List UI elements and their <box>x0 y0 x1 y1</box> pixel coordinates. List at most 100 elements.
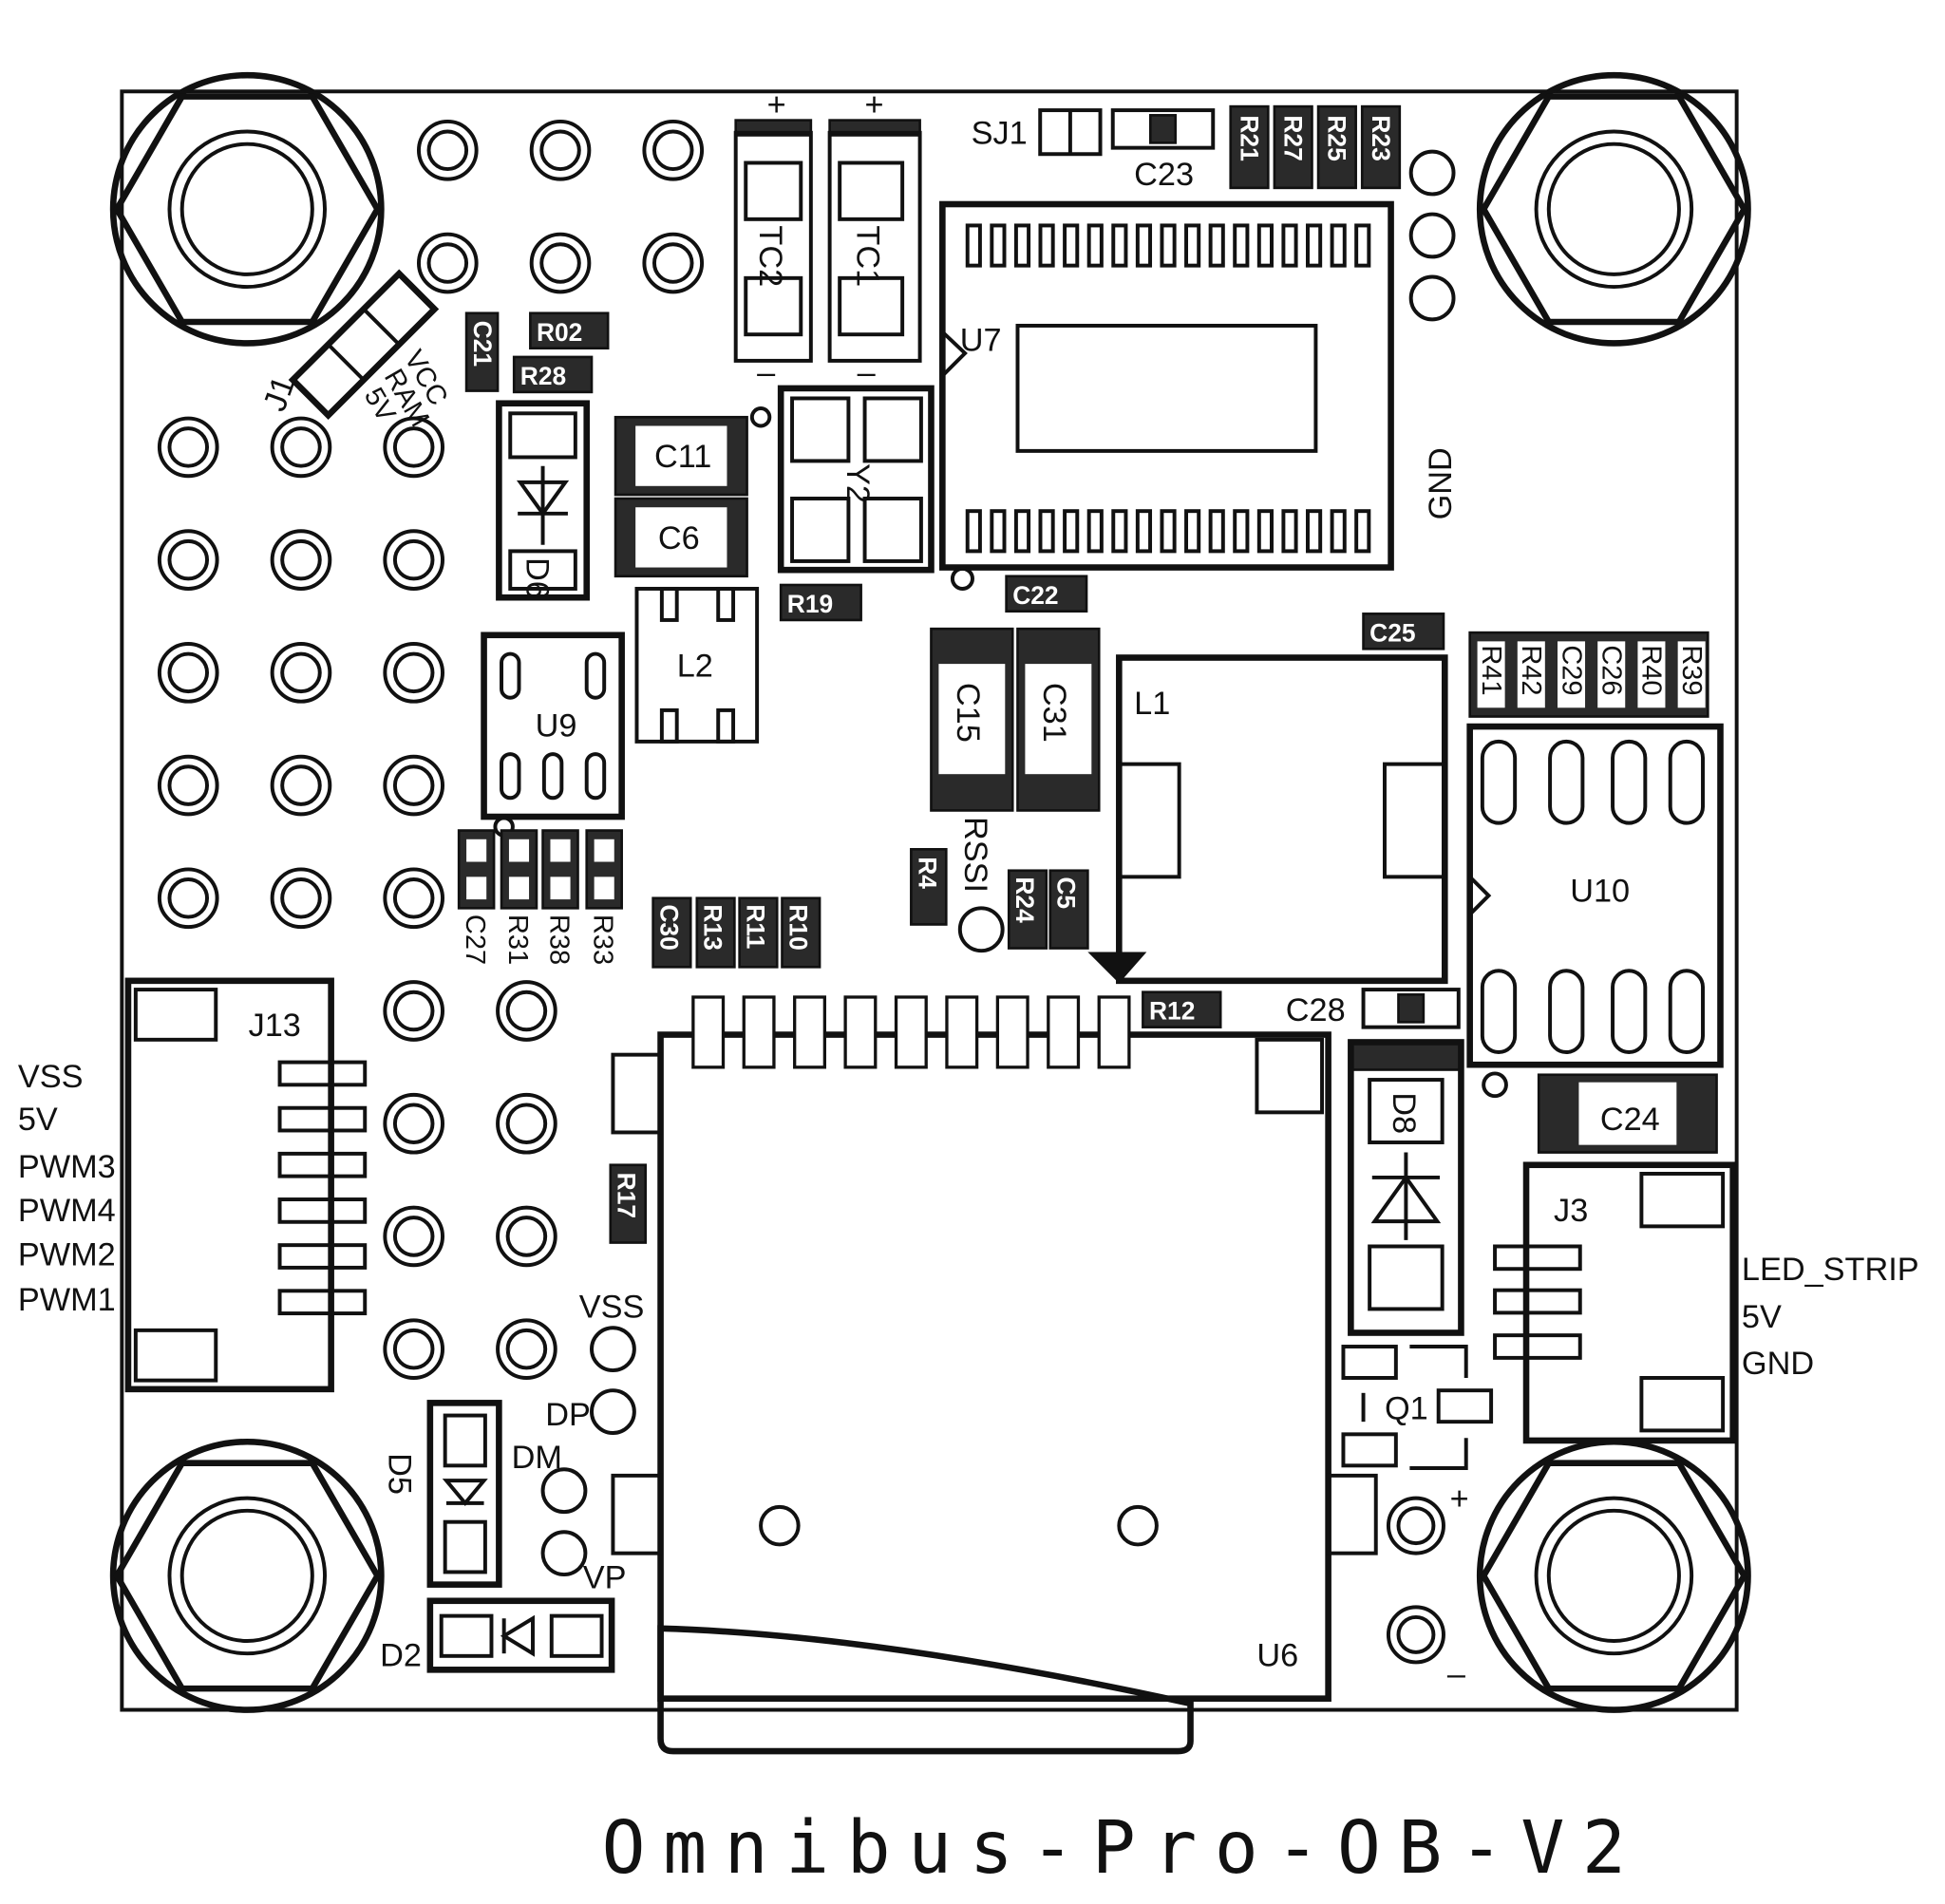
pcb-shape <box>466 839 487 862</box>
chip-pin <box>1668 969 1706 1055</box>
through-hole-pad-inner <box>280 538 322 581</box>
pcb-shape <box>659 586 679 622</box>
pcb-shape <box>779 583 862 622</box>
pcb-shape <box>439 1613 494 1658</box>
pcb-shape <box>1476 71 1751 347</box>
pcb-shape <box>327 343 366 382</box>
connector-j13: J13 <box>124 977 368 1393</box>
chip-pin <box>1208 223 1225 268</box>
header-pad <box>1408 274 1456 322</box>
component-label: C5 <box>1052 877 1081 909</box>
pcb-shape <box>1476 1438 1751 1713</box>
pcb-shape <box>1368 1078 1445 1144</box>
j13-pin-labels: VSS 5V PWM3 PWM4 PWM2 PWM1 <box>18 1059 116 1318</box>
through-hole-pad <box>496 1092 557 1155</box>
chip-pin <box>1480 969 1518 1055</box>
through-hole-pad-inner <box>426 242 469 284</box>
pcb-shape <box>1476 71 1751 347</box>
component-label: R25 <box>1323 115 1351 160</box>
pcb-shape <box>133 988 218 1042</box>
component-label: R17 <box>613 1173 641 1218</box>
through-hole-pad-inner <box>167 764 210 806</box>
component-label: J3 <box>1554 1193 1588 1229</box>
chip-pin <box>1013 509 1031 554</box>
component-label: L2 <box>677 648 713 684</box>
pcb-shape <box>1482 1071 1508 1099</box>
through-hole-pad-inner <box>651 129 694 172</box>
pcb-shape <box>759 1504 801 1547</box>
pcb-shape <box>950 566 974 591</box>
chip-pin <box>990 223 1007 268</box>
pcb-shape <box>1534 1496 1694 1656</box>
pcb-shape <box>1368 1244 1445 1311</box>
pcb-shape <box>529 311 610 350</box>
chip-pin <box>1160 509 1177 554</box>
component-label: C25 <box>1369 618 1415 647</box>
pcb-shape <box>611 1052 663 1135</box>
pcb-shape <box>1273 104 1313 190</box>
component-label: U6 <box>1256 1637 1298 1673</box>
transistor-q1: Q1 <box>1341 1345 1494 1470</box>
component-label: GND <box>1742 1346 1814 1382</box>
pcb-shape <box>1409 1438 1468 1470</box>
through-hole-pad-inner <box>392 877 435 919</box>
component-label: U10 <box>1570 874 1630 910</box>
component-label: LED_STRIP <box>1742 1252 1919 1288</box>
capacitor-c15: C15 <box>930 627 1014 812</box>
through-hole-pad <box>157 529 219 591</box>
through-hole-pads <box>157 119 1456 1380</box>
pcb-shape <box>1397 993 1426 1024</box>
pcb-shape <box>1048 869 1089 950</box>
gnd-label: GND <box>1423 447 1459 519</box>
jumper-j1 <box>288 269 440 421</box>
chip-pin <box>1135 223 1153 268</box>
through-hole-pad-inner <box>167 538 210 581</box>
pcb-shape <box>1558 641 1586 708</box>
pcb-shape <box>635 507 727 568</box>
usb-test-pads: VSS DP DM VP <box>512 1290 645 1596</box>
component-label: D5 <box>381 1453 417 1495</box>
through-hole-pad-inner <box>505 1103 548 1144</box>
component-label: C15 <box>950 683 986 743</box>
through-hole-pad-inner <box>392 538 435 581</box>
inductor-l2: L2 <box>634 586 760 744</box>
component-label: J13 <box>249 1008 301 1044</box>
component-label: C29 <box>1556 645 1586 695</box>
component-label: TC2 <box>752 225 788 287</box>
component-label: C22 <box>1012 581 1058 610</box>
pcb-shape <box>1546 1508 1681 1643</box>
pcb-shape <box>1142 990 1222 1028</box>
pcb-shape <box>940 330 968 378</box>
pcb-shape <box>1477 641 1505 708</box>
pcb-shape <box>288 269 440 421</box>
component-label: R24 <box>1010 877 1039 923</box>
connector-pin <box>277 1289 368 1316</box>
through-hole-pad <box>383 416 445 479</box>
component-label: + <box>767 86 786 123</box>
pcb-shape <box>500 752 521 801</box>
pcb-shape <box>609 1163 648 1244</box>
pcb-shape <box>790 497 851 563</box>
component-label: L1 <box>1134 686 1170 722</box>
chip-pin <box>1013 223 1031 268</box>
pcb-shape <box>939 200 1394 571</box>
sd-card-slot-u6: U6 <box>611 995 1378 1755</box>
component-label: VSS <box>579 1290 645 1326</box>
chip-pin <box>1038 509 1055 554</box>
component-label: R41 <box>1476 645 1506 695</box>
pcb-shape <box>862 396 923 463</box>
chip-pin <box>1160 223 1177 268</box>
pcb-shape <box>1597 641 1626 708</box>
component-label: C26 <box>1596 645 1626 695</box>
component-label: U7 <box>960 322 1002 358</box>
pcb-shape <box>109 1438 385 1713</box>
pcb-shape <box>1382 762 1447 879</box>
through-hole-pad-inner <box>539 242 581 284</box>
component-label: R12 <box>1149 997 1195 1026</box>
pcb-shape <box>1468 875 1492 916</box>
pcb-shape <box>443 1519 487 1574</box>
pcb-shape <box>1386 1496 1445 1555</box>
chip-pin <box>1256 509 1274 554</box>
component-label: 5V <box>1742 1299 1782 1335</box>
